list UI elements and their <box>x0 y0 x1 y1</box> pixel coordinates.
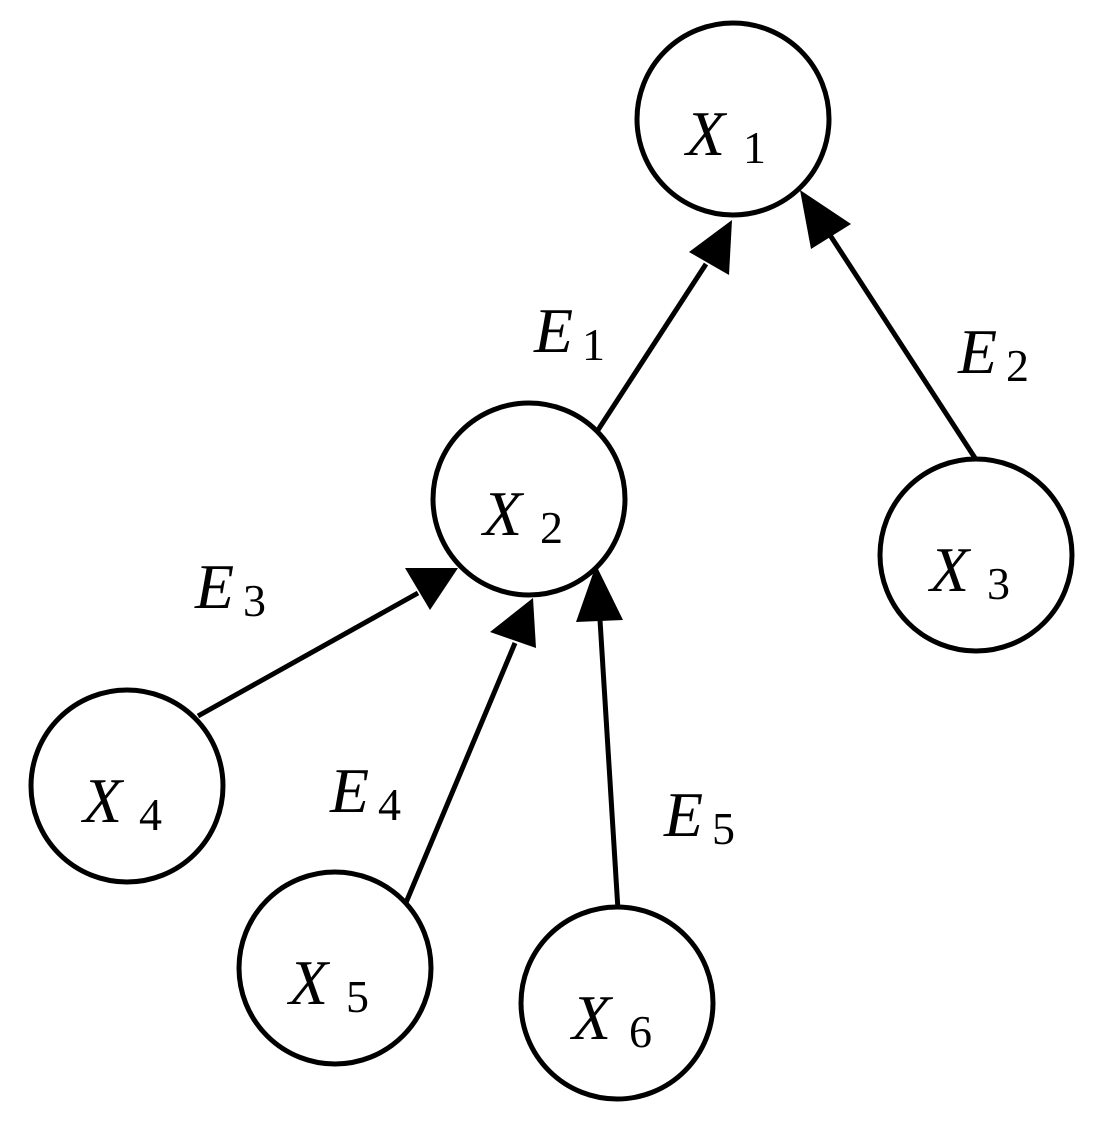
edge-e4 <box>402 598 536 906</box>
node-x5-subscript: 5 <box>346 971 369 1022</box>
node-x1-label: X <box>683 98 728 169</box>
edge-e4-line <box>402 642 518 906</box>
node-x5: X 5 <box>236 869 434 1067</box>
edge-e4-arrowhead <box>490 598 536 648</box>
edge-e5-label-main: E <box>663 779 703 850</box>
node-x1-subscript: 1 <box>743 122 766 173</box>
node-x2: X 2 <box>430 400 628 598</box>
edge-e5-line <box>597 619 621 911</box>
node-x2-circle <box>430 400 628 598</box>
node-x6-subscript: 6 <box>629 1006 652 1057</box>
edge-e4-label-subscript: 4 <box>378 779 401 830</box>
node-x5-circle <box>236 869 434 1067</box>
edge-e5-arrowhead <box>576 565 623 622</box>
edge-e2-line <box>825 230 978 460</box>
edge-e1 <box>595 220 732 432</box>
node-x4-circle <box>28 687 226 885</box>
node-x2-subscript: 2 <box>540 502 563 553</box>
edge-e1-label-subscript: 1 <box>582 319 605 370</box>
node-x2-label: X <box>480 478 525 549</box>
edge-e1-arrowhead <box>689 220 732 275</box>
edge-e1-line <box>595 262 709 432</box>
edge-e5-label: E 5 <box>663 779 735 854</box>
edge-e3-label-main: E <box>194 551 234 622</box>
edge-e1-label: E 1 <box>533 295 605 370</box>
edge-e3-label-subscript: 3 <box>243 575 266 626</box>
node-x3-subscript: 3 <box>987 558 1010 609</box>
node-x3-label: X <box>927 534 972 605</box>
edge-e2-arrowhead <box>800 190 851 249</box>
node-x3: X 3 <box>877 456 1075 654</box>
node-x3-circle <box>877 456 1075 654</box>
node-x6-circle <box>518 904 716 1102</box>
node-x4: X 4 <box>28 687 226 885</box>
edge-e3-arrowhead <box>405 568 458 610</box>
node-x6: X 6 <box>518 904 716 1102</box>
edge-e3-line <box>196 590 420 719</box>
node-x1: X 1 <box>634 20 832 218</box>
node-x1-circle <box>634 20 832 218</box>
node-x5-label: X <box>286 947 331 1018</box>
node-x4-label: X <box>80 765 125 836</box>
edge-e5 <box>576 565 623 911</box>
edge-e2-label-subscript: 2 <box>1006 340 1029 391</box>
edge-e5-label-subscript: 5 <box>712 803 735 854</box>
edge-e1-label-main: E <box>533 295 573 366</box>
edge-e2 <box>800 190 978 460</box>
edge-e3 <box>196 568 458 719</box>
edge-e3-label: E 3 <box>194 551 266 626</box>
edge-e2-label-main: E <box>957 316 997 387</box>
node-x4-subscript: 4 <box>139 789 162 840</box>
edge-e4-label: E 4 <box>329 755 401 830</box>
node-x6-label: X <box>569 982 614 1053</box>
edge-e2-label: E 2 <box>957 316 1029 391</box>
edge-e4-label-main: E <box>329 755 369 826</box>
